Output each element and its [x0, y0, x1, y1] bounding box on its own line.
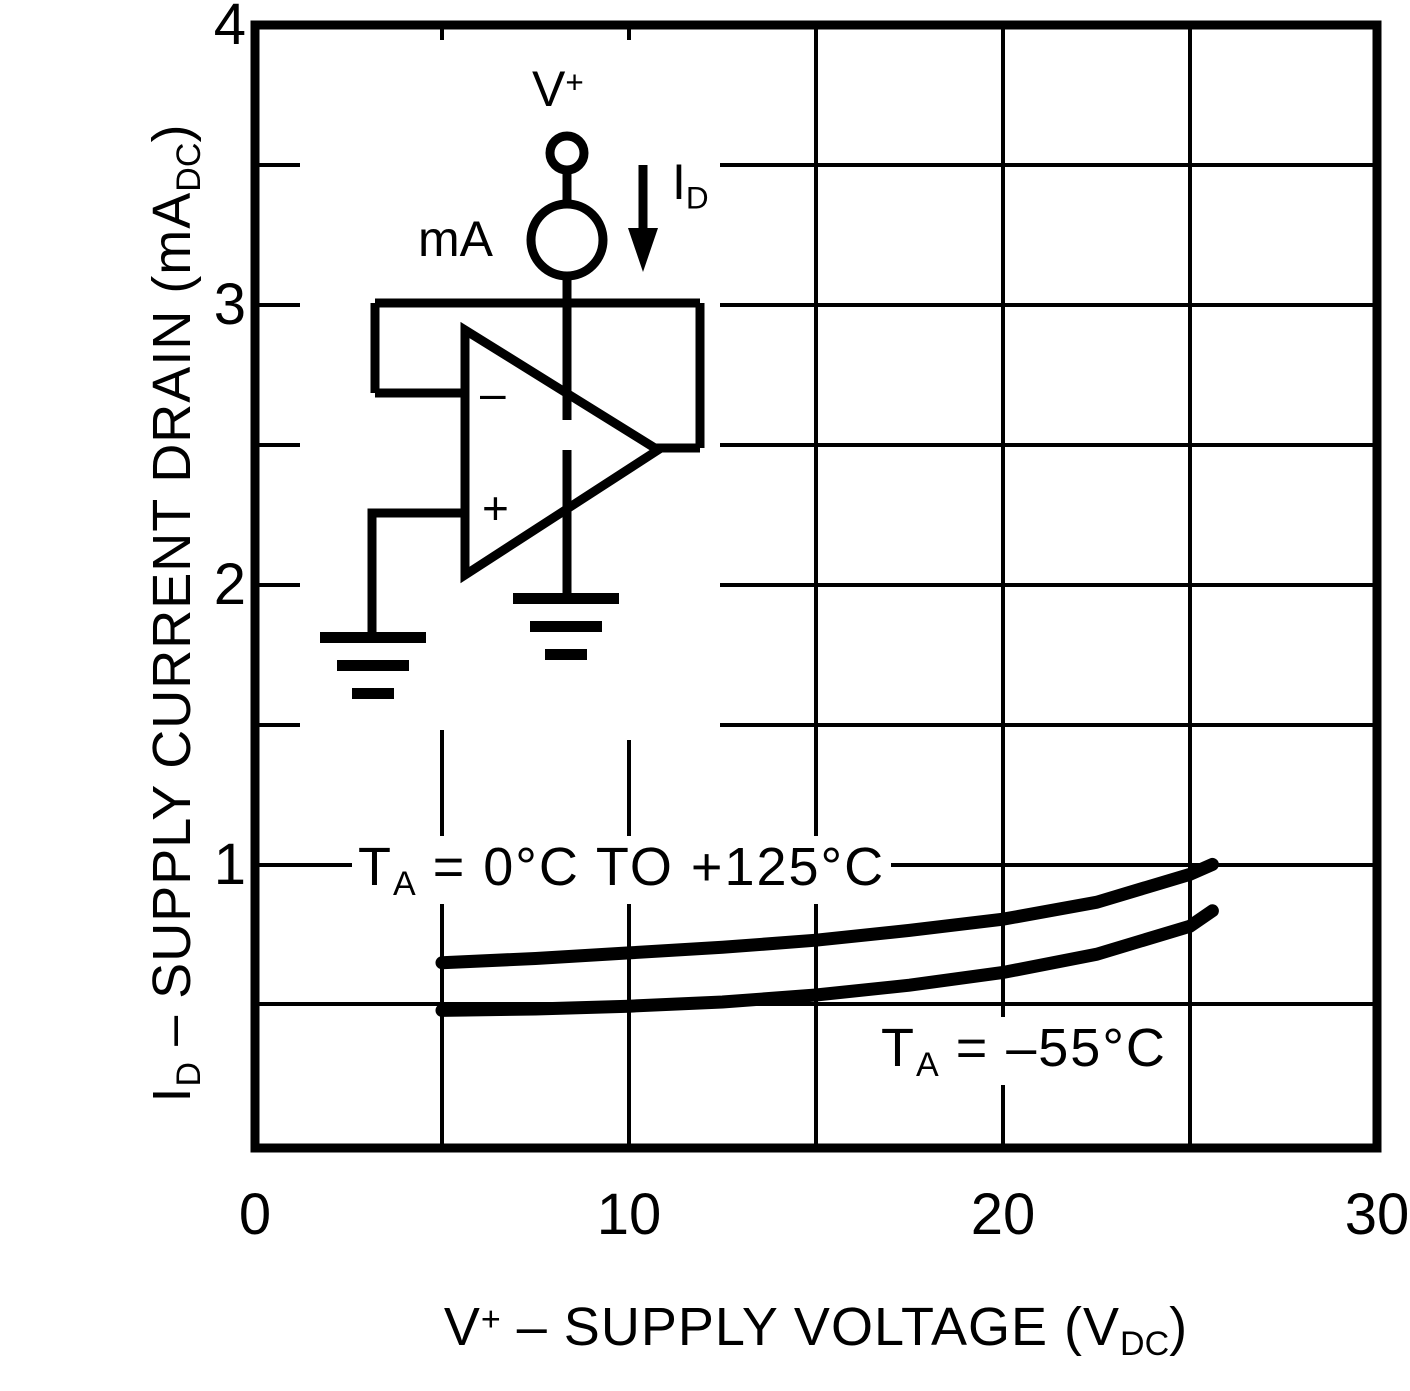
current-label: ID — [672, 154, 709, 216]
x-tick-label-10: 10 — [596, 1182, 662, 1247]
x-tick-label-0: 0 — [238, 1182, 272, 1247]
annotation-hot-temperature: TA = 0°C TO +125°C — [352, 836, 892, 905]
annotation-cold-temperature: TA = –55°C — [875, 1017, 1173, 1086]
ground-symbol-left-icon — [320, 632, 426, 699]
opamp-symbol — [460, 321, 667, 584]
inverting-input-label: – — [480, 367, 506, 419]
y-tick-label-2: 2 — [213, 552, 246, 617]
y-tick-label-1: 1 — [213, 832, 246, 897]
noninverting-input-lead — [367, 508, 465, 637]
current-direction-arrow-icon — [628, 165, 658, 272]
opamp-test-circuit — [320, 131, 705, 699]
x-tick-label-30: 30 — [1344, 1182, 1410, 1247]
plot-frame — [250, 20, 1382, 1153]
milliammeter-label: mA — [418, 211, 493, 267]
x-axis-title: V+ – SUPPLY VOLTAGE (VDC) — [255, 1296, 1377, 1364]
curve-cold-path — [435, 904, 1219, 1017]
noninverting-input-label: + — [482, 482, 509, 534]
y-tick-label-4: 4 — [213, 0, 246, 57]
x-axis-title-text: V+ – SUPPLY VOLTAGE (VDC) — [443, 1297, 1189, 1364]
curve-hot-path — [435, 857, 1219, 970]
supply-voltage-label: V+ — [532, 61, 584, 117]
y-tick-label-3: 3 — [213, 272, 246, 337]
ground-symbol-right-icon — [513, 593, 619, 660]
x-tick-label-20: 20 — [970, 1182, 1036, 1247]
